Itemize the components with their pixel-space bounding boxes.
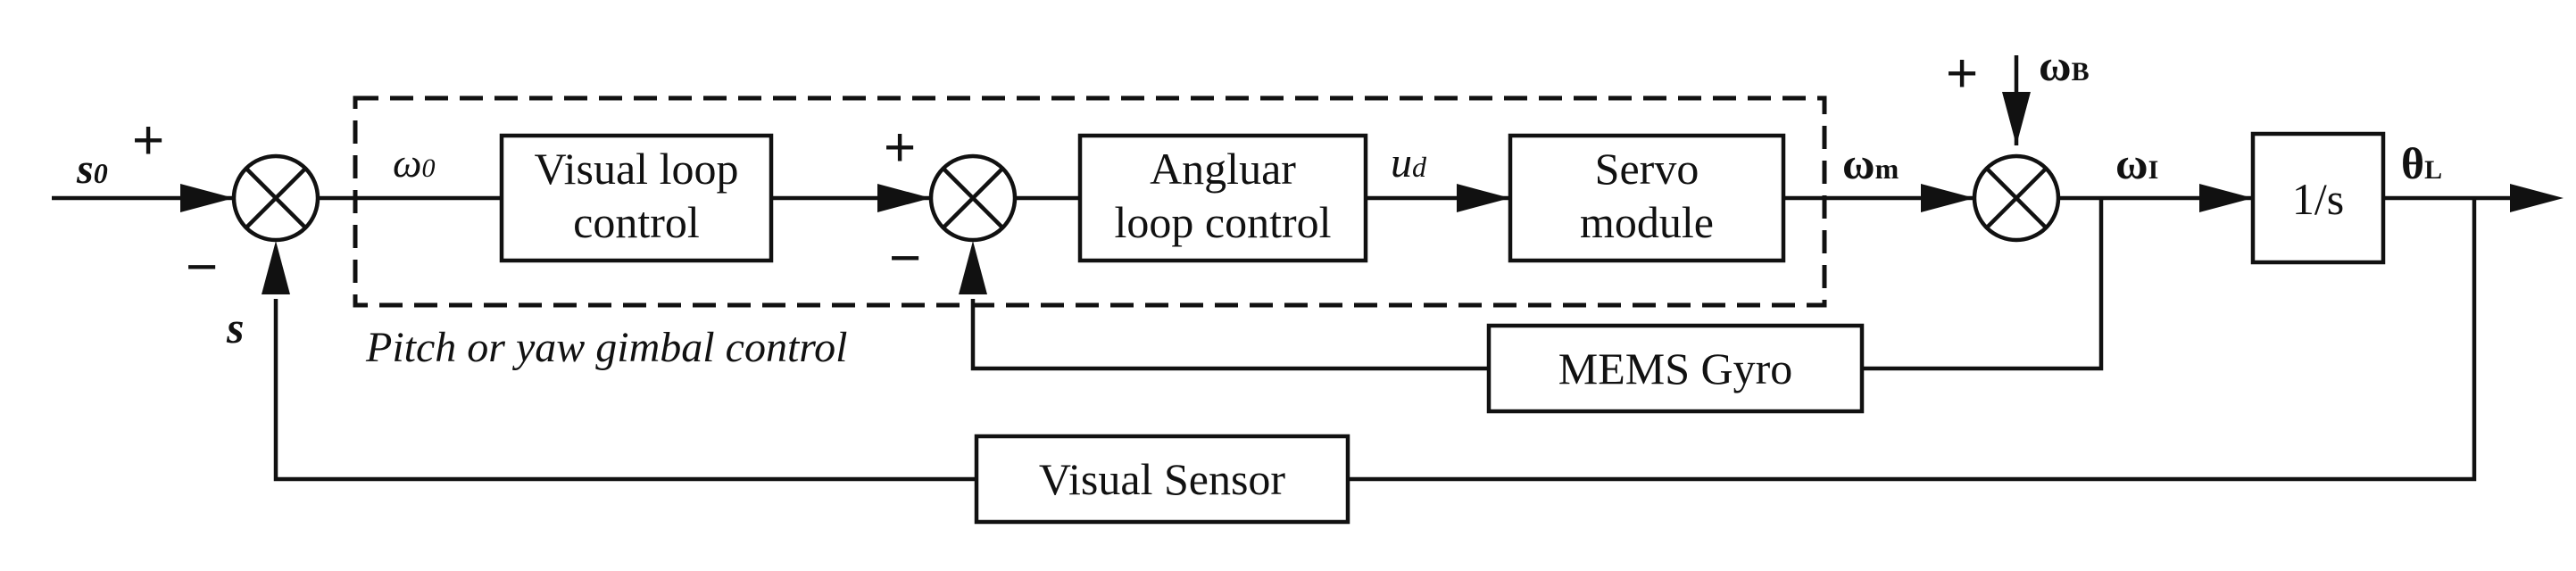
visual-loop-label-2: control xyxy=(573,197,700,247)
visual-loop-label-1: Visual loop xyxy=(535,144,739,194)
angular-loop-label-1: Angluar xyxy=(1150,144,1296,194)
summing-junction-1 xyxy=(231,153,320,243)
servo-module-block: Servo module xyxy=(1508,133,1786,263)
wire-visual-feedback xyxy=(1348,198,2477,482)
signal-omega0: ω0 xyxy=(393,140,435,186)
visual-sensor-block: Visual Sensor xyxy=(974,434,1350,525)
signal-ud: ud xyxy=(1391,139,1427,186)
arrow-output xyxy=(2510,184,2564,212)
summing-junction-3 xyxy=(1972,153,2061,243)
signal-omega-I: ωI xyxy=(2115,138,2158,188)
visual-loop-control-block: Visual loop control xyxy=(499,133,774,263)
arrow-into-sum2 xyxy=(877,184,931,212)
servo-label-1: Servo xyxy=(1595,144,1699,194)
signal-s0: s0 xyxy=(76,145,108,193)
signal-omega-B: ωB xyxy=(2039,40,2090,90)
sign-minus-sum2: − xyxy=(889,228,921,289)
signal-s: s xyxy=(226,302,244,352)
summing-junction-2 xyxy=(928,153,1018,243)
signal-theta-L: θL xyxy=(2401,138,2442,188)
gimbal-control-caption: Pitch or yaw gimbal control xyxy=(365,324,848,371)
integrator-block: 1/s xyxy=(2250,131,2386,265)
arrow-gyro-up xyxy=(959,241,987,294)
signal-omega-m: ωm xyxy=(1842,138,1899,188)
angular-loop-control-block: Angluar loop control xyxy=(1077,133,1368,263)
arrow-into-sum1 xyxy=(180,184,234,212)
wire-gyro-return xyxy=(970,299,1489,371)
arrow-into-servo xyxy=(1457,184,1510,212)
arrow-into-sum3 xyxy=(1921,184,1974,212)
sign-plus-sum2: + xyxy=(884,117,916,178)
mems-gyro-block: MEMS Gyro xyxy=(1486,323,1865,414)
sign-plus-sum1: + xyxy=(132,110,164,171)
wire-visual-return xyxy=(273,299,976,482)
visual-sensor-label: Visual Sensor xyxy=(1039,454,1285,504)
gimbal-control-boundary xyxy=(353,95,1827,308)
angular-loop-label-2: loop control xyxy=(1114,197,1331,247)
integrator-label: 1/s xyxy=(2292,174,2344,224)
wire-gyro-feedback xyxy=(1862,198,2104,371)
servo-label-2: module xyxy=(1580,197,1714,247)
gyro-label: MEMS Gyro xyxy=(1558,343,1793,393)
arrow-disturbance-down xyxy=(2002,92,2031,145)
sign-minus-sum1: − xyxy=(186,236,218,298)
sign-plus-sum3: + xyxy=(1946,43,1978,104)
arrow-into-integrator xyxy=(2199,184,2253,212)
arrow-sensor-up xyxy=(262,241,290,294)
